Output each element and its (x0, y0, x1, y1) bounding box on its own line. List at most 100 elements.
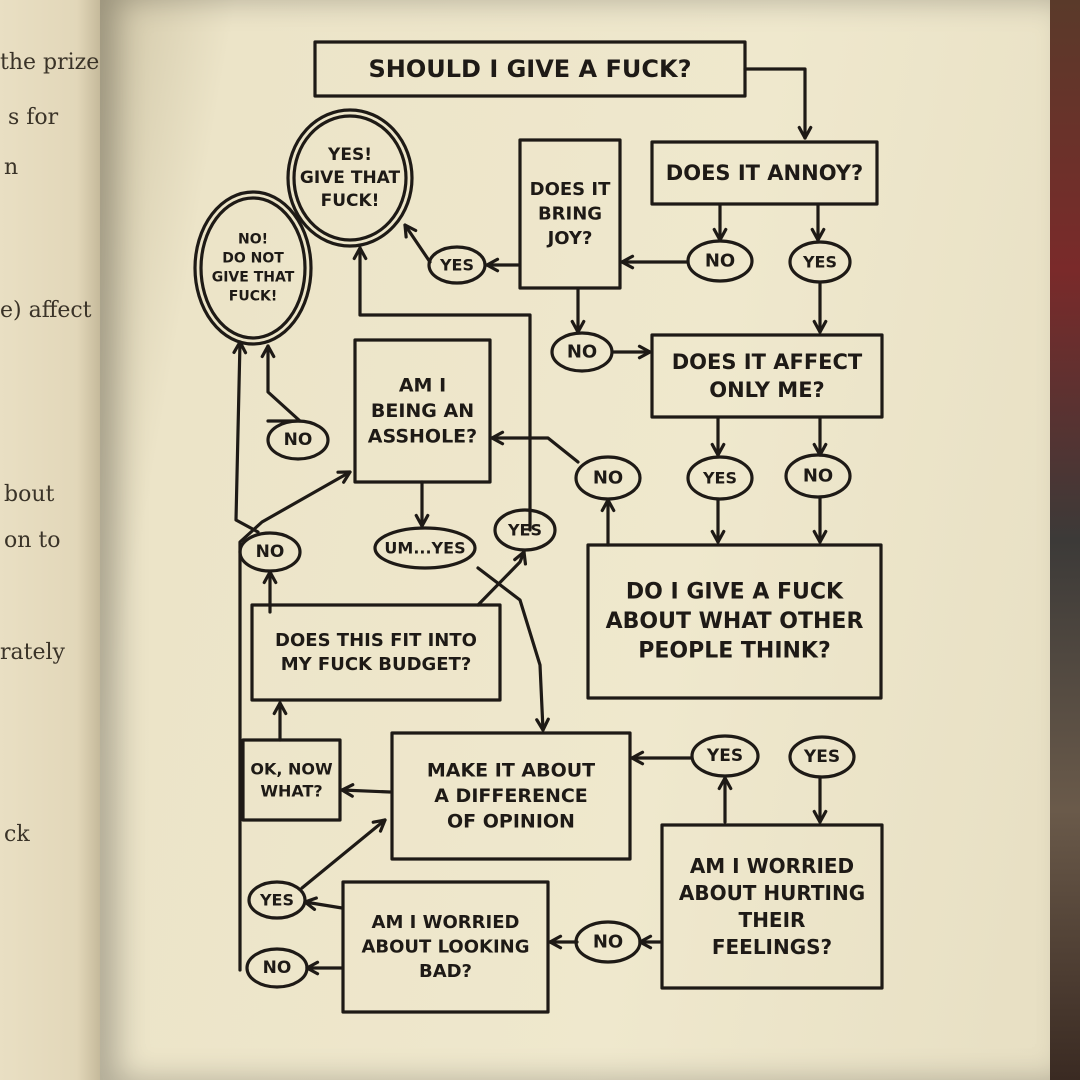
flowchart-edges (232, 67, 828, 976)
node-other-yes-left: YES (690, 734, 760, 778)
node-label: UM...YES (384, 539, 465, 558)
node-label: NO! (238, 232, 268, 248)
node-annoy-no: NO (686, 239, 754, 283)
node-label: YES (706, 746, 743, 766)
node-box (650, 140, 879, 206)
left-page-text-5: bout (4, 482, 55, 507)
node-box (390, 731, 632, 861)
node-label: DO NOT (222, 251, 284, 267)
edge-arrow-8 (612, 344, 652, 360)
node-label: DOES THIS FIT INTO (275, 630, 477, 651)
left-page-text-7: rately (0, 640, 65, 665)
node-label: BEING AN (371, 400, 474, 422)
node-oval (427, 245, 487, 285)
edge-arrow-27 (717, 776, 733, 824)
node-oval (266, 419, 330, 461)
book-page (100, 0, 1050, 1080)
node-label: YES (702, 469, 737, 488)
node-label: MY FUCK BUDGET? (281, 654, 472, 675)
node-box (353, 338, 492, 484)
edge-arrow-21 (232, 340, 260, 534)
edge-arrow-4 (620, 254, 690, 270)
node-label: NO (256, 542, 285, 562)
edge-arrow-7 (570, 288, 586, 334)
node-budget-yes: YES (493, 508, 557, 552)
node-affect-no: NO (784, 453, 852, 499)
node-oval (193, 190, 313, 346)
node-oval (690, 734, 760, 778)
node-oval (788, 735, 856, 779)
node-label: NO (705, 251, 735, 272)
node-other-yes: YES (788, 735, 856, 779)
node-label: ONLY ME? (709, 378, 824, 402)
node-title: SHOULD I GIVE A FUCK? (313, 40, 747, 98)
node-label: ASSHOLE? (368, 426, 477, 448)
node-oval (574, 455, 642, 501)
node-box (313, 40, 747, 98)
node-affect-no-left: NO (574, 455, 642, 501)
node-label: NO (263, 958, 292, 978)
left-page-text-2: s for (8, 105, 59, 130)
edge-arrow-9 (812, 282, 828, 334)
node-um-yes: UM...YES (373, 526, 477, 570)
node-oval-inner (292, 114, 408, 242)
node-annoy-yes: YES (788, 240, 852, 284)
edge-arrow-13 (490, 430, 580, 464)
edge-arrow-2 (712, 203, 728, 242)
edge-arrow-32 (300, 818, 387, 890)
node-label: FUCK! (321, 191, 380, 211)
node-affect-yes: YES (686, 455, 754, 501)
node-label: NO (593, 468, 623, 489)
edge-arrow-1 (743, 67, 813, 140)
node-oval (286, 108, 414, 248)
node-label: ABOUT WHAT OTHER (606, 609, 864, 634)
left-page-text-3: n (4, 155, 19, 180)
node-oval-inner (199, 196, 307, 340)
node-label: YES! (327, 145, 372, 165)
edge-arrow-33 (305, 960, 344, 976)
node-label: DO I GIVE A FUCK (626, 579, 844, 604)
node-oval (238, 531, 302, 573)
node-label: YES (507, 521, 542, 540)
node-oval (686, 455, 754, 501)
edge-arrow-14 (710, 498, 726, 544)
node-label: FEELINGS? (712, 935, 832, 959)
node-oval (550, 331, 614, 373)
edge-arrow-26 (812, 776, 828, 824)
edge-arrow-23 (476, 566, 550, 732)
edge-arrow-19 (352, 246, 532, 532)
node-box (250, 603, 502, 702)
edge-arrow-24 (272, 701, 288, 742)
node-label: A DIFFERENCE (434, 785, 588, 807)
node-label: YES (803, 747, 840, 767)
node-label: OF OPINION (447, 811, 575, 833)
node-bad-yes: YES (247, 880, 307, 920)
node-oval (784, 453, 852, 499)
node-label: OK, NOW (250, 760, 333, 779)
edge-arrow-11 (812, 416, 828, 457)
background-edge (1050, 0, 1080, 1080)
node-box (518, 138, 622, 290)
left-page-text-4: e) affect (0, 298, 92, 323)
node-affect-only-me: DOES IT AFFECT ONLY ME? (650, 333, 884, 419)
node-label: DOES IT ANNOY? (666, 161, 863, 185)
node-label: GIVE THAT (212, 269, 295, 285)
node-box (241, 738, 342, 822)
node-label: DOES IT (530, 179, 611, 200)
edge-arrow-25 (340, 783, 392, 798)
node-no-give: NO! DO NOT GIVE THAT FUCK! (193, 190, 313, 346)
node-oval (788, 240, 852, 284)
node-label: DOES IT AFFECT (672, 350, 863, 374)
node-label: AM I WORRIED (372, 912, 520, 933)
node-asshole-no: NO (266, 419, 330, 461)
node-label: BRING (538, 204, 602, 225)
node-label: FUCK! (229, 288, 277, 304)
node-label: THEIR (739, 908, 806, 932)
